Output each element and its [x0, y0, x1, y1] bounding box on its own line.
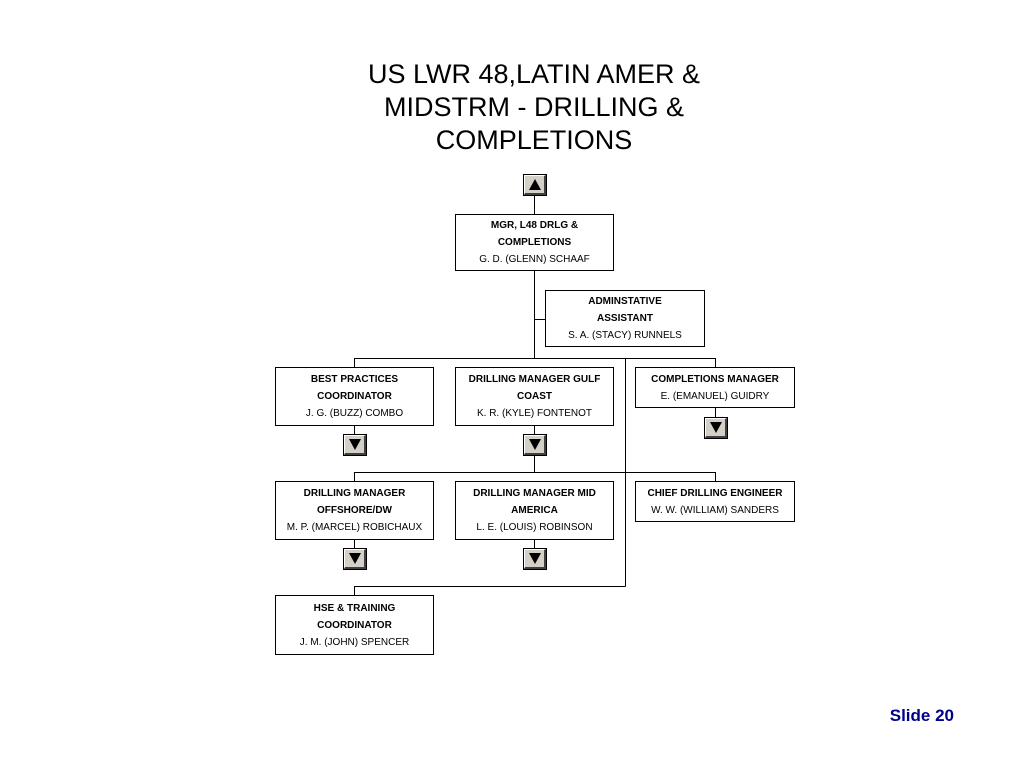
role-title: HSE & TRAINING — [313, 602, 396, 614]
role-title: COAST — [517, 391, 552, 402]
person-name: W. W. (WILLIAM) SANDERS — [651, 504, 779, 516]
org-box-offshore: DRILLING MANAGER OFFSHORE/DW M. P. (MARC… — [275, 481, 434, 540]
org-box-manager: MGR, L48 DRLG & COMPLETIONS G. D. (GLENN… — [455, 214, 614, 271]
expand-best-practices-button[interactable] — [344, 435, 366, 455]
role-title: DRILLING MANAGER — [303, 488, 406, 499]
role-title: DRILLING MANAGER MID — [473, 488, 596, 499]
org-box-gulf-coast: DRILLING MANAGER GULF COAST K. R. (KYLE)… — [455, 367, 614, 426]
up-arrow-icon — [528, 179, 541, 190]
person-name: J. M. (JOHN) SPENCER — [299, 636, 410, 648]
person-name: J. G. (BUZZ) COMBO — [305, 408, 404, 419]
person-name: G. D. (GLENN) SCHAAF — [479, 254, 590, 265]
role-title: ADMINSTATIVE — [588, 296, 662, 307]
role-title: COMPLETIONS MANAGER — [651, 373, 779, 385]
person-name: K. R. (KYLE) FONTENOT — [476, 408, 592, 419]
org-box-admin-assistant: ADMINSTATIVE ASSISTANT S. A. (STACY) RUN… — [545, 290, 705, 347]
title-line-1: US LWR 48,LATIN AMER & — [367, 59, 701, 89]
org-box-hse: HSE & TRAINING COORDINATOR J. M. (JOHN) … — [275, 595, 434, 655]
person-name: S. A. (STACY) RUNNELS — [568, 330, 682, 341]
navigate-up-button[interactable] — [524, 175, 546, 195]
role-title: OFFSHORE/DW — [317, 505, 392, 516]
role-title: COMPLETIONS — [497, 237, 572, 248]
down-arrow-icon — [528, 439, 541, 450]
down-arrow-icon — [348, 553, 361, 564]
expand-completions-button[interactable] — [705, 418, 727, 438]
role-title: CHIEF DRILLING ENGINEER — [647, 487, 783, 499]
down-arrow-icon — [528, 553, 541, 564]
person-name: L. E. (LOUIS) ROBINSON — [476, 522, 593, 533]
page-title: US LWR 48,LATIN AMER & MIDSTRM - DRILLIN… — [290, 58, 778, 157]
title-line-2: MIDSTRM - DRILLING & — [383, 92, 685, 122]
expand-gulf-coast-button[interactable] — [524, 435, 546, 455]
expand-mid-america-button[interactable] — [524, 549, 546, 569]
role-title: MGR, L48 DRLG & — [490, 220, 579, 231]
role-title: DRILLING MANAGER GULF — [468, 374, 601, 385]
person-name: E. (EMANUEL) GUIDRY — [660, 390, 770, 402]
org-box-best-practices: BEST PRACTICES COORDINATOR J. G. (BUZZ) … — [275, 367, 434, 426]
role-title: COORDINATOR — [317, 619, 392, 631]
role-title: COORDINATOR — [317, 391, 392, 402]
slide-number: Slide 20 — [889, 706, 954, 725]
role-title: ASSISTANT — [597, 313, 653, 324]
person-name: M. P. (MARCEL) ROBICHAUX — [286, 522, 423, 533]
down-arrow-icon — [709, 422, 722, 433]
expand-offshore-button[interactable] — [344, 549, 366, 569]
down-arrow-icon — [348, 439, 361, 450]
org-box-completions: COMPLETIONS MANAGER E. (EMANUEL) GUIDRY — [635, 367, 795, 408]
org-box-mid-america: DRILLING MANAGER MID AMERICA L. E. (LOUI… — [455, 481, 614, 540]
title-line-3: COMPLETIONS — [435, 125, 633, 155]
org-box-chief-engineer: CHIEF DRILLING ENGINEER W. W. (WILLIAM) … — [635, 481, 795, 522]
role-title: BEST PRACTICES — [310, 374, 399, 385]
role-title: AMERICA — [511, 505, 558, 516]
